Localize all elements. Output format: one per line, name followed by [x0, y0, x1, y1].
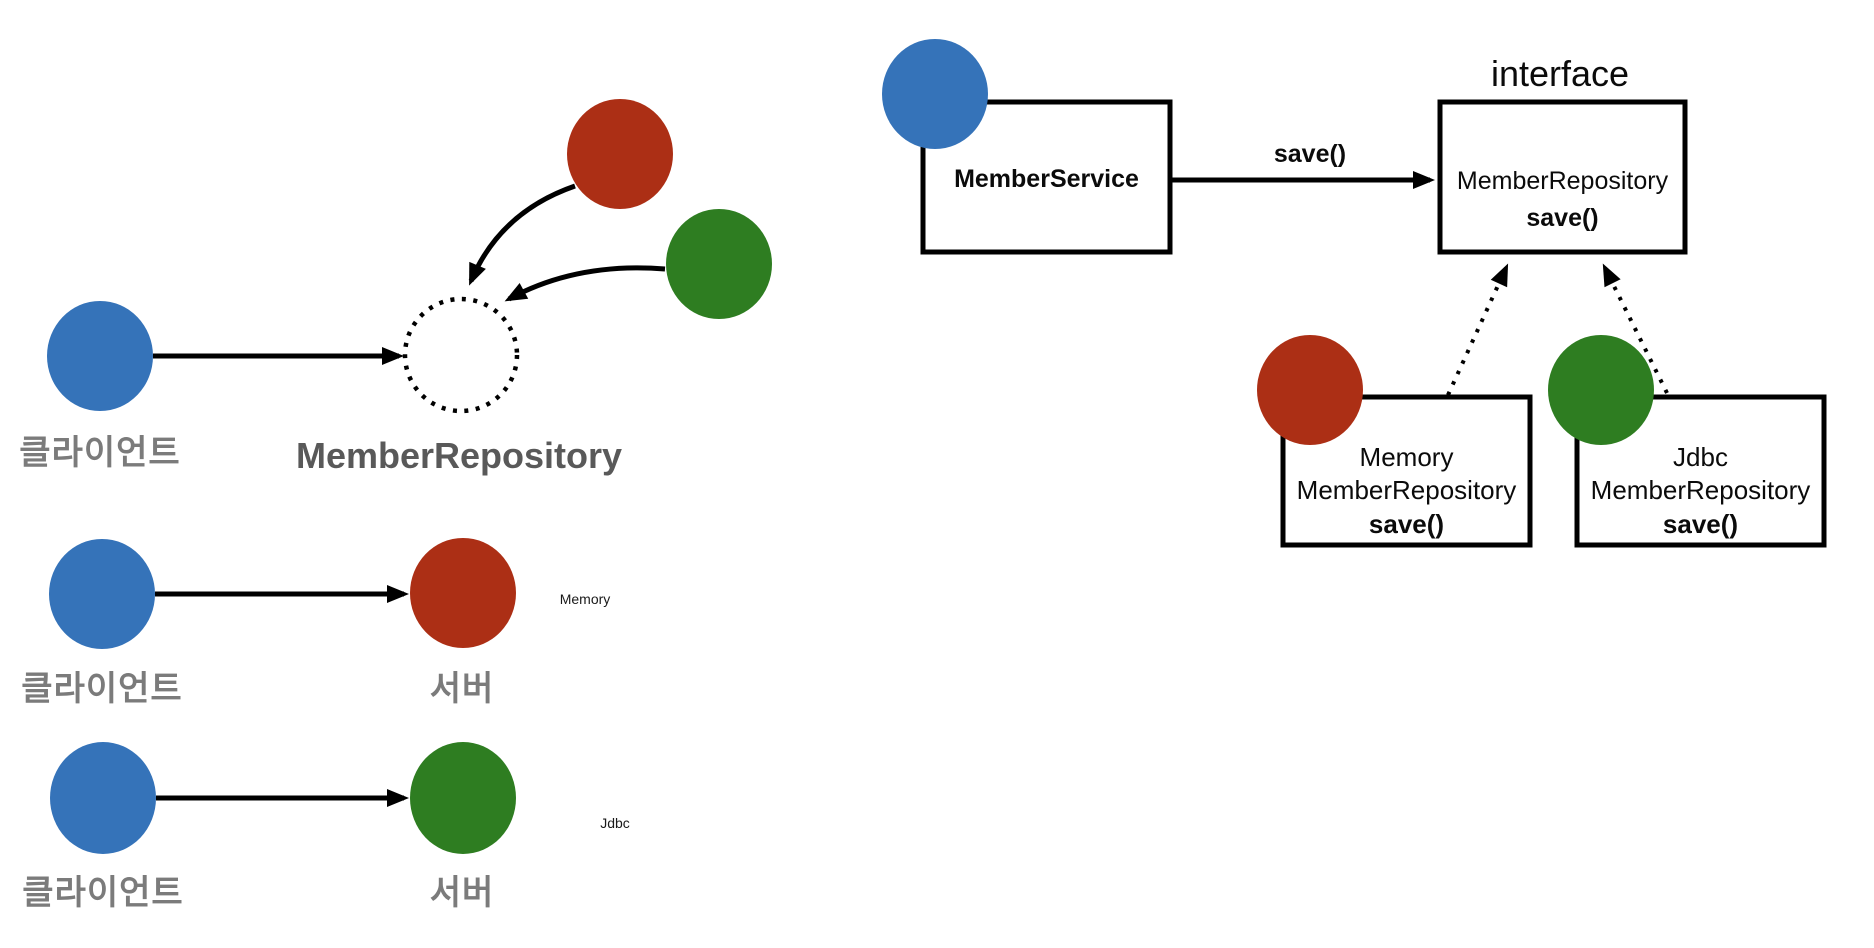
jdbc-box-method: save() [1662, 509, 1739, 539]
memory-box-prefix: Memory [1359, 442, 1454, 472]
member-repository-dotted-circle [402, 296, 520, 414]
jdbc-implements-dashed-arrow [1602, 263, 1669, 394]
memory-server-circle [410, 538, 516, 648]
client-circle-1 [47, 301, 153, 411]
memory-implements-dashed-arrow [1446, 263, 1509, 396]
save-arrow-label: save() [1273, 140, 1347, 168]
memory-impl-note: Memory [559, 591, 611, 607]
client-label-1: 클라이언트 [19, 434, 181, 472]
jdbc-impl-circle-top [666, 209, 772, 319]
client-label-3: 클라이언트 [22, 874, 184, 912]
client-circle-2 [49, 539, 155, 649]
memory-box-name: MemberRepository [1296, 475, 1517, 505]
jdbc-server-label: 서버 [429, 874, 495, 912]
member-repository-box-title: MemberRepository [1456, 167, 1669, 195]
memory-server-label: 서버 [429, 670, 495, 708]
jdbc-box-name: MemberRepository [1590, 475, 1811, 505]
memory-box-method: save() [1368, 509, 1445, 539]
jdbc-impl-note: Jdbc [600, 815, 630, 831]
jdbc-box-prefix: Jdbc [1673, 442, 1728, 472]
member-repository-title: MemberRepository [295, 435, 623, 476]
member-repository-box-method: save() [1526, 204, 1599, 232]
member-service-box-title: MemberService [954, 165, 1139, 193]
memory-box-circle [1257, 335, 1363, 445]
client-circle-3 [50, 742, 156, 854]
interface-label: interface [1490, 53, 1630, 94]
memory-impl-circle-top [567, 99, 673, 209]
jdbc-to-repository-curved-arrow [504, 265, 666, 302]
member-service-circle [882, 39, 988, 149]
jdbc-box-circle [1548, 335, 1654, 445]
memory-to-repository-curved-arrow [468, 183, 576, 286]
jdbc-server-circle [410, 742, 516, 854]
client-label-2: 클라이언트 [21, 670, 183, 708]
member-repository-interface-box [1437, 99, 1688, 255]
